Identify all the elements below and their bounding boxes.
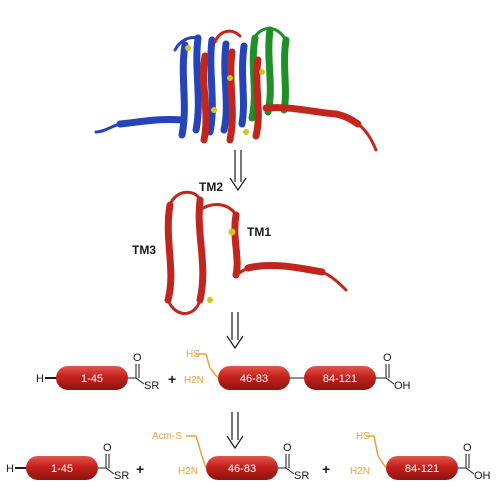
- row1-segment-2-label: 46-83: [240, 373, 268, 385]
- row1-cysteine-bonds: [196, 353, 219, 379]
- row1-full-peptide: H 1-45 O SR + HS H2N 46-83 84-121: [36, 349, 411, 392]
- row2-n-terminus-h: H: [6, 463, 14, 475]
- blue-chain: [116, 34, 248, 139]
- row1-segment-1-cylinder: [56, 366, 128, 390]
- disulfide-bonds-top: [185, 45, 265, 135]
- row1-acid-oxygen: O: [383, 352, 392, 364]
- row1-n-terminus-h: H: [36, 373, 44, 385]
- tm1-label: TM1: [247, 225, 271, 239]
- disulfide-bonds-monomer: [207, 228, 236, 303]
- row2-segment-2-label: 46-83: [228, 463, 256, 475]
- row1-cysteine-sh: HS: [186, 349, 200, 360]
- tm2-helix: [195, 196, 207, 304]
- protein-monomer-structure: [164, 190, 348, 315]
- monomer-helices: [164, 196, 326, 304]
- row2-acid-oh: OH: [474, 470, 491, 482]
- row2-thioester2-bonds: [278, 454, 295, 475]
- row2-thioester1-bonds: [98, 454, 115, 475]
- row1-segment-1-label: 1-45: [81, 373, 103, 385]
- green-coil: [252, 27, 288, 42]
- row1-thioester-bonds: [128, 364, 145, 385]
- row1-segment-3-label: 84-121: [323, 373, 357, 385]
- c-term-helix: [244, 261, 326, 276]
- monomer-loops: [166, 190, 348, 315]
- down-arrow-3: [226, 412, 244, 450]
- row2-segment-1-label: 1-45: [51, 463, 73, 475]
- row2-plus-1: +: [136, 461, 144, 477]
- red-chain: [200, 48, 362, 144]
- row2-cysteine-sh: HS: [356, 431, 370, 442]
- row2-cysteine-nh2-b: H2N: [350, 466, 370, 477]
- row1-plus: +: [168, 371, 176, 387]
- down-arrow-1: [229, 150, 247, 192]
- row1-thioester-oxygen: O: [133, 352, 142, 364]
- row1-cysteine-nh2: H2N: [184, 375, 204, 386]
- row1-segment-3-cylinder: [304, 366, 376, 390]
- row2-segment-3-cylinder: [386, 456, 458, 480]
- row2-plus-2: +: [322, 461, 330, 477]
- row2-acid-oxygen: O: [463, 442, 472, 454]
- row2-cysteine-bonds: [366, 435, 387, 469]
- blue-coil: [94, 36, 200, 134]
- row2-peptide-fragments: H 1-45 O SR + Acm-S H2N 46-83 O SR: [6, 431, 491, 482]
- row2-thioester2-sr: SR: [294, 470, 309, 482]
- row1-acid-oh: OH: [394, 380, 411, 392]
- row1-acid-bonds: [376, 364, 395, 385]
- row1-segment-2-cylinder: [218, 366, 290, 390]
- row2-segment-3-label: 84-121: [405, 463, 439, 475]
- row2-acm-s-label: Acm-S: [152, 431, 182, 442]
- row2-cysteine-nh2-a: H2N: [178, 466, 198, 477]
- down-arrow-2: [226, 312, 244, 350]
- row2-thioester1-oxygen: O: [103, 442, 112, 454]
- red-coil: [213, 29, 378, 152]
- protein-trimer-structure: [94, 26, 378, 152]
- row2-acm-cysteine-bonds: [186, 435, 207, 469]
- tm3-helix: [164, 201, 175, 304]
- row2-segment-2-cylinder: [206, 456, 278, 480]
- row2-thioester2-oxygen: O: [283, 442, 292, 454]
- tm2-label: TM2: [199, 180, 223, 194]
- tm3-label: TM3: [132, 243, 156, 257]
- row1-thioester-sr: SR: [144, 380, 159, 392]
- row2-segment-1-cylinder: [26, 456, 98, 480]
- row2-acid-bonds: [458, 454, 475, 475]
- tm1-helix: [231, 211, 241, 279]
- row2-thioester1-sr: SR: [114, 470, 129, 482]
